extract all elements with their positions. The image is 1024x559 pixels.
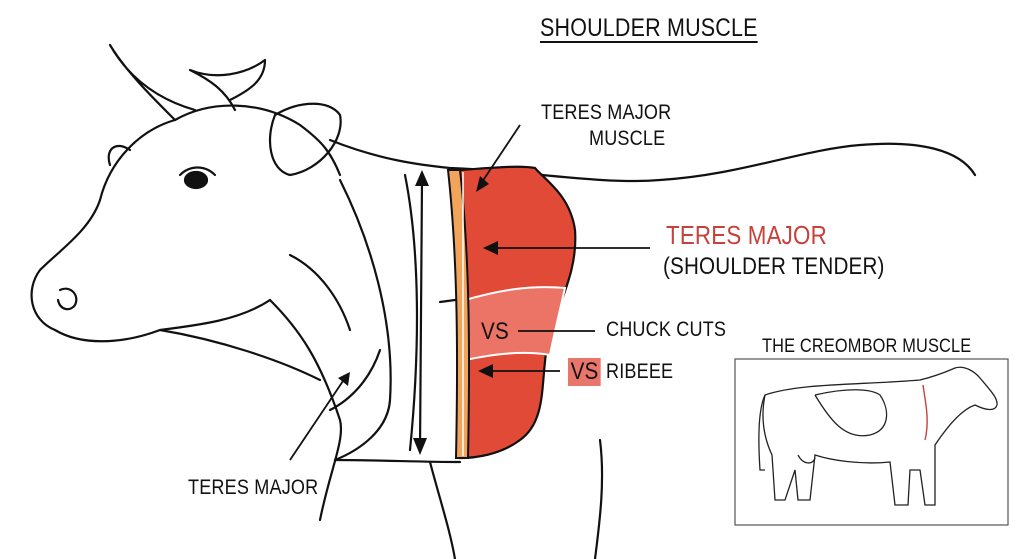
cow-ear (268, 102, 342, 177)
label-teres-major-muscle-1: TERES MAJOR (541, 101, 672, 124)
label-vs-box: VS (568, 358, 602, 386)
pointer-teres-muscle (479, 124, 521, 186)
label-shoulder-tender: (SHOULDER TENDER) (663, 253, 885, 280)
inset-frame (734, 358, 1009, 526)
cow-nostril (56, 287, 78, 311)
horn-left (108, 43, 197, 122)
inset-muscle-line (922, 384, 928, 441)
horn-right (188, 58, 267, 112)
inset-title: THE CREOMBOR MUSCLE (762, 336, 972, 357)
neck-outline (333, 178, 392, 462)
label-chuck-cuts: CHUCK CUTS (606, 318, 727, 341)
chuck-band (464, 286, 567, 362)
cow-eye (183, 170, 209, 190)
measurement-line (418, 178, 424, 452)
arrow-head-bottom (413, 438, 427, 455)
cow-head-outline (30, 118, 272, 343)
label-teres-major-highlight: TERES MAJOR (666, 220, 827, 250)
label-ribeee: RIBEEE (606, 360, 674, 383)
label-teres-major-bottom: TERES MAJOR (188, 476, 319, 499)
pointer-teres-bottom (289, 377, 346, 461)
inset-cow (758, 366, 998, 506)
label-vs-inner: VS (481, 318, 509, 345)
label-teres-major-muscle-2: MUSCLE (589, 127, 666, 150)
arrow-head-top (415, 170, 429, 186)
cow-back-outline (328, 138, 977, 183)
page-title: SHOULDER MUSCLE (540, 14, 758, 42)
fat-band (446, 169, 471, 459)
